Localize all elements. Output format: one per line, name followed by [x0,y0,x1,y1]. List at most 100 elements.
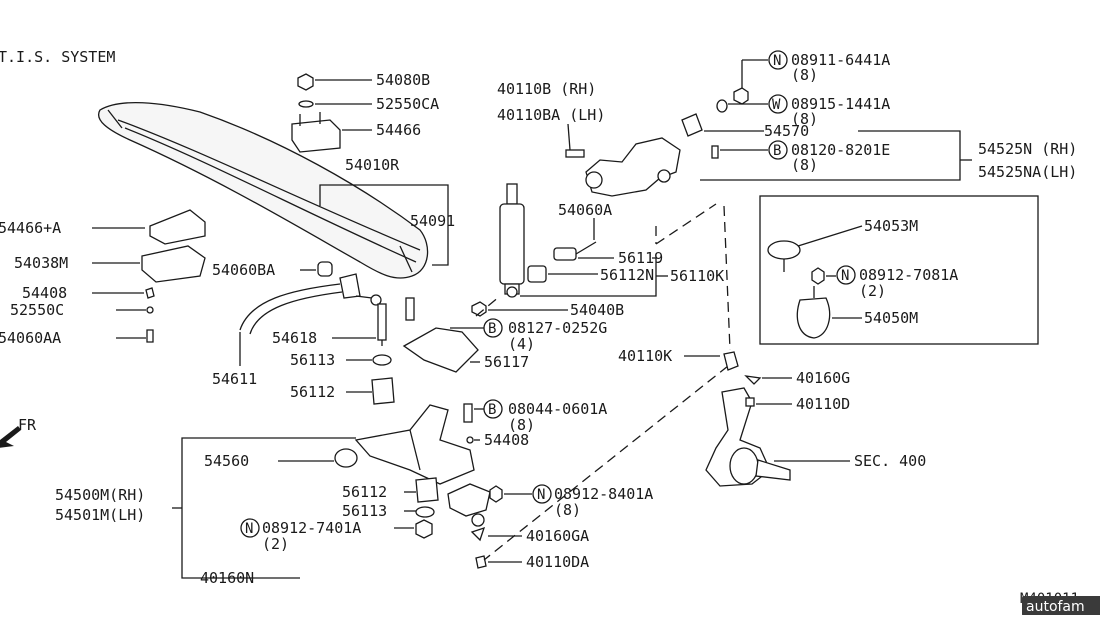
label-08912-8401: 08912-8401A [554,485,653,503]
label-56112N: 56112N [600,266,654,284]
label-54525NA: 54525NA(LH) [978,163,1077,181]
bracket-54010R [319,184,449,266]
spring-pad-assembly [291,73,341,153]
label-54060A: 54060A [558,201,612,219]
badge-W-08915-letter: W [772,97,781,113]
label-40110BA: 40110BA (LH) [497,106,605,124]
badge-N-08912-7401-letter: N [245,521,253,537]
badge-B-08120 [768,140,788,160]
label-fr: FR [18,416,37,434]
shock-absorber [499,183,525,298]
label-08120-qty: (8) [791,156,818,174]
label-56112b: 56112 [342,483,387,501]
label-54560: 54560 [204,452,249,470]
label-54501M: 54501M(LH) [55,506,145,524]
upper-control-arm [565,137,681,197]
label-54466: 54466 [376,121,421,139]
badge-B-08127-letter: B [488,321,496,337]
bolt-08120 [711,145,719,159]
badge-N-08912-7081-letter: N [841,268,849,284]
badge-N-08912-7401 [240,518,260,538]
bushing-washer-top [372,354,392,366]
label-08912-8401-qty: (8) [554,501,581,519]
label-56119: 56119 [618,249,663,267]
bushing-56112N [527,265,547,283]
bushing-upper [371,377,395,405]
label-08127-qty: (4) [508,335,535,353]
label-08915-qty: (8) [791,110,818,128]
nut-08912-8401 [489,485,503,503]
label-54080B: 54080B [376,71,430,89]
label-40160GA: 40160GA [526,527,589,545]
label-56113b: 56113 [342,502,387,520]
bumpstop-cap [767,240,801,260]
label-56112a: 56112 [290,383,335,401]
label-54618: 54618 [272,329,317,347]
badge-B-08120-letter: B [773,143,781,159]
leader-54053M [797,225,863,247]
label-52550CA: 52550CA [376,95,439,113]
label-52550C: 52550C [10,301,64,319]
label-54500M: 54500M(RH) [55,486,145,504]
nut-54040B [471,301,487,317]
label-54060BA: 54060BA [212,261,275,279]
bumpstop-rubber [796,297,831,339]
label-54053M: 54053M [864,217,918,235]
bumpstop-box [759,195,1039,345]
washer-08915 [716,99,728,113]
label-54040B: 54040B [570,301,624,319]
label-08912-7401-qty: (2) [262,535,289,553]
label-08915: 08915-1441A [791,95,890,113]
label-40110B: 40110B (RH) [497,80,596,98]
watermark-text: autofam [1026,599,1085,615]
leader-40110B [567,123,571,151]
label-08911: 08911-6441A [791,51,890,69]
leaf-spring-shape [98,101,429,279]
label-08044-qty: (8) [508,416,535,434]
label-56110K: 56110K [670,267,724,285]
badge-N-08911 [768,50,788,70]
cotter-40160G [744,375,762,385]
steering-knuckle [705,351,791,487]
label-08044: 08044-0601A [508,400,607,418]
label-56117: 56117 [484,353,529,371]
label-sec400: SEC. 400 [854,452,926,470]
reference-lines [475,203,731,561]
badge-N-08912-8401-letter: N [537,487,545,503]
label-54050M: 54050M [864,309,918,327]
nut-08912-7081 [811,267,825,285]
bolt-08044 [463,403,473,423]
badge-N-08912-8401 [532,484,552,504]
label-08912-7401: 08912-7401A [262,519,361,537]
front-arrow-icon [0,426,21,448]
bracket-56110K [520,257,657,297]
watermark-box [1022,596,1100,616]
label-54466A: 54466+A [0,219,61,237]
badge-N-08912-7081 [836,265,856,285]
diagram-title: T.I.S. SYSTEM [0,48,115,66]
label-40110D: 40110D [796,395,850,413]
nut-08912-7401 [415,519,433,539]
washer-54408b [466,436,474,444]
label-08120: 08120-8201E [791,141,890,159]
label-54408b: 54408 [484,431,529,449]
nut-08911 [733,87,749,105]
label-08912-7081-qty: (2) [859,282,886,300]
bushing-lower [415,477,439,503]
bushing-washer-bottom [415,506,435,518]
bolt-08127 [405,297,415,321]
bracket-54525N [700,130,961,181]
label-54091: 54091 [410,212,455,230]
label-54611: 54611 [212,370,257,388]
label-40160N: 40160N [200,569,254,587]
bolt-54060A [553,241,597,261]
bracket-56117 [402,327,479,373]
badge-N-08911-letter: N [773,53,781,69]
label-08911-qty: (8) [791,66,818,84]
label-56113a: 56113 [290,351,335,369]
cotter-40160GA [470,526,486,542]
stabilizer-bar [239,261,387,346]
label-40110DA: 40110DA [526,553,589,571]
